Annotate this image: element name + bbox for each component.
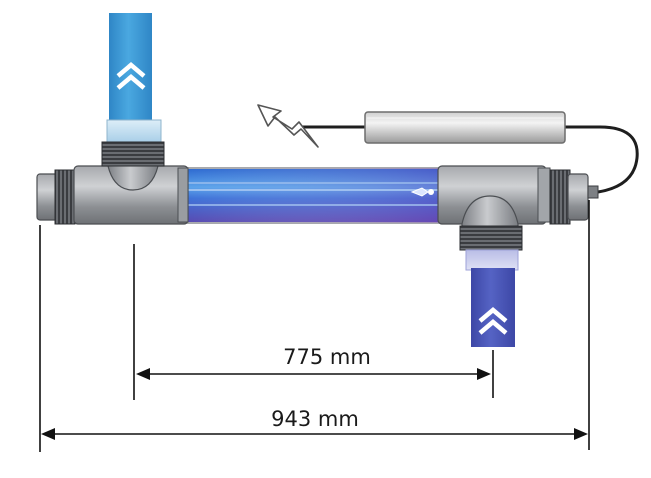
outer-dimension-label: 943 mm <box>271 407 359 431</box>
left-housing <box>36 141 189 225</box>
ballast-unit <box>364 111 566 144</box>
lightning-arrow-icon <box>257 104 319 148</box>
right-housing <box>437 165 599 251</box>
inner-dimension: 775 mm <box>136 345 491 380</box>
chevron-up-icon <box>478 307 508 335</box>
uv-lamp-tube <box>182 167 446 224</box>
inlet-pipe <box>106 13 162 143</box>
dimension-guides <box>39 200 590 452</box>
outlet-pipe <box>465 249 519 347</box>
inner-dimension-label: 775 mm <box>283 345 371 369</box>
power-cable <box>565 125 639 194</box>
chevron-up-icon <box>116 62 146 90</box>
outer-dimension: 943 mm <box>41 407 588 440</box>
